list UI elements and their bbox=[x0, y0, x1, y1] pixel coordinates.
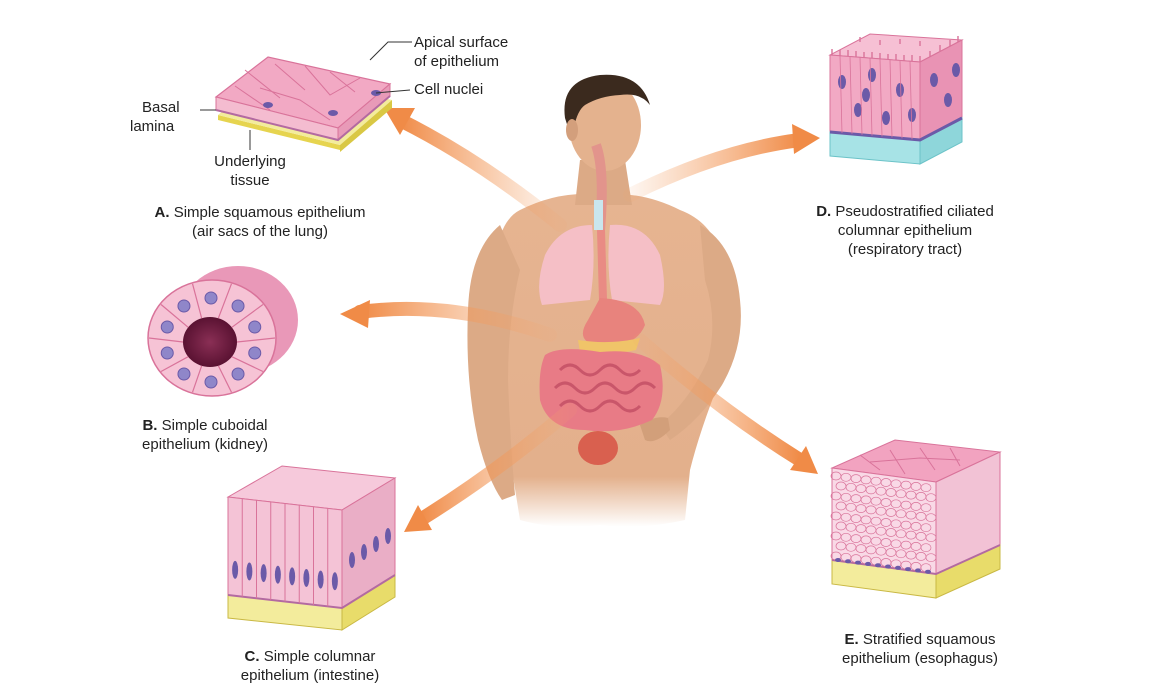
e-basal-nucleus bbox=[905, 567, 911, 571]
caption-b: B. Simple cuboidal epithelium (kidney) bbox=[120, 416, 290, 454]
caption-a-letter: A. bbox=[155, 204, 170, 221]
b-nucleus bbox=[161, 321, 173, 333]
arrow-to-d bbox=[630, 140, 800, 195]
d-nucleus bbox=[862, 88, 870, 102]
d-nucleus bbox=[896, 83, 904, 97]
d-front bbox=[830, 55, 920, 140]
ear bbox=[566, 119, 578, 141]
c-nucleus bbox=[318, 571, 324, 589]
caption-b-letter: B. bbox=[142, 417, 157, 434]
d-nucleus bbox=[868, 68, 876, 82]
e-basal-nucleus bbox=[865, 562, 871, 566]
d-nucleus bbox=[944, 93, 952, 107]
caption-b-line2: epithelium (kidney) bbox=[120, 435, 290, 454]
label-underlying-line1: Underlying bbox=[200, 152, 300, 171]
e-basal-nucleus bbox=[895, 566, 901, 570]
tissue-d-pseudostratified bbox=[830, 34, 962, 164]
arrowhead-d bbox=[792, 124, 820, 154]
b-nucleus bbox=[205, 292, 217, 304]
caption-a-line2: (air sacs of the lung) bbox=[110, 222, 410, 241]
c-nucleus-side bbox=[349, 552, 355, 568]
label-apical-line2: of epithelium bbox=[414, 52, 508, 71]
label-basal-line2: lamina bbox=[130, 117, 180, 136]
a-nucleus-2 bbox=[328, 110, 338, 116]
d-nucleus bbox=[930, 73, 938, 87]
leader-apical bbox=[370, 42, 412, 60]
caption-e-letter: E. bbox=[845, 631, 859, 648]
c-nucleus bbox=[332, 572, 338, 590]
tissue-b-simple-cuboidal bbox=[148, 266, 298, 396]
c-nucleus bbox=[261, 564, 267, 582]
label-underlying-line2: tissue bbox=[200, 171, 300, 190]
d-nucleus bbox=[908, 108, 916, 122]
tissue-e-stratified-squamous bbox=[831, 440, 1000, 598]
b-nucleus bbox=[178, 300, 190, 312]
trachea-rings bbox=[594, 200, 603, 230]
arrow-to-a bbox=[400, 120, 560, 225]
caption-d-letter: D. bbox=[816, 203, 831, 220]
tissue-a-simple-squamous bbox=[200, 42, 412, 152]
esophagus bbox=[601, 230, 603, 300]
c-nucleus bbox=[303, 569, 309, 587]
d-nucleus bbox=[838, 75, 846, 89]
bladder bbox=[578, 431, 618, 465]
arrowhead-b bbox=[340, 300, 370, 328]
b-nucleus bbox=[161, 347, 173, 359]
d-nucleus bbox=[882, 111, 890, 125]
caption-c: C. Simple columnar epithelium (intestine… bbox=[210, 647, 410, 685]
caption-e: E. Stratified squamous epithelium (esoph… bbox=[815, 630, 1025, 668]
e-basal-nucleus bbox=[885, 565, 891, 569]
e-basal-nucleus bbox=[875, 563, 881, 567]
label-basal-line1: Basal bbox=[130, 98, 180, 117]
e-basal-nucleus bbox=[915, 568, 921, 572]
b-nucleus bbox=[205, 376, 217, 388]
label-basal-lamina: Basal lamina bbox=[130, 98, 180, 136]
label-underlying-tissue: Underlying tissue bbox=[200, 152, 300, 190]
c-nucleus-side bbox=[373, 536, 379, 552]
label-apical-surface: Apical surface of epithelium bbox=[414, 33, 508, 71]
a-nucleus-1 bbox=[263, 102, 273, 108]
tissue-c-simple-columnar bbox=[228, 466, 395, 630]
caption-e-line1: Stratified squamous bbox=[863, 631, 996, 648]
caption-d-line3: (respiratory tract) bbox=[790, 240, 1020, 259]
label-apical-line1: Apical surface bbox=[414, 33, 508, 52]
e-basal-nucleus bbox=[855, 561, 861, 565]
caption-e-line2: epithelium (esophagus) bbox=[815, 649, 1025, 668]
e-basal-nucleus bbox=[835, 558, 841, 562]
b-nucleus bbox=[178, 368, 190, 380]
e-basal-nucleus bbox=[925, 570, 931, 574]
caption-d: D. Pseudostratified ciliated columnar ep… bbox=[790, 202, 1020, 259]
caption-a: A. Simple squamous epithelium (air sacs … bbox=[110, 203, 410, 241]
b-nucleus bbox=[232, 300, 244, 312]
label-cell-nuclei: Cell nuclei bbox=[414, 80, 483, 99]
caption-a-line1: Simple squamous epithelium bbox=[174, 204, 366, 221]
b-lumen bbox=[183, 317, 237, 367]
e-basal-nucleus bbox=[845, 559, 851, 563]
caption-b-line1: Simple cuboidal bbox=[162, 417, 268, 434]
b-nucleus bbox=[249, 321, 261, 333]
c-nucleus-side bbox=[361, 544, 367, 560]
c-nucleus bbox=[275, 566, 281, 584]
caption-d-line1: Pseudostratified ciliated bbox=[835, 203, 993, 220]
caption-c-letter: C. bbox=[245, 648, 260, 665]
caption-d-line2: columnar epithelium bbox=[790, 221, 1020, 240]
d-nucleus bbox=[952, 63, 960, 77]
caption-c-line1: Simple columnar bbox=[264, 648, 376, 665]
c-nucleus-side bbox=[385, 528, 391, 544]
c-nucleus bbox=[246, 562, 252, 580]
caption-c-line2: epithelium (intestine) bbox=[210, 666, 410, 685]
c-nucleus bbox=[232, 561, 238, 579]
b-nucleus bbox=[232, 368, 244, 380]
d-nucleus bbox=[854, 103, 862, 117]
b-nucleus bbox=[249, 347, 261, 359]
c-nucleus bbox=[289, 567, 295, 585]
